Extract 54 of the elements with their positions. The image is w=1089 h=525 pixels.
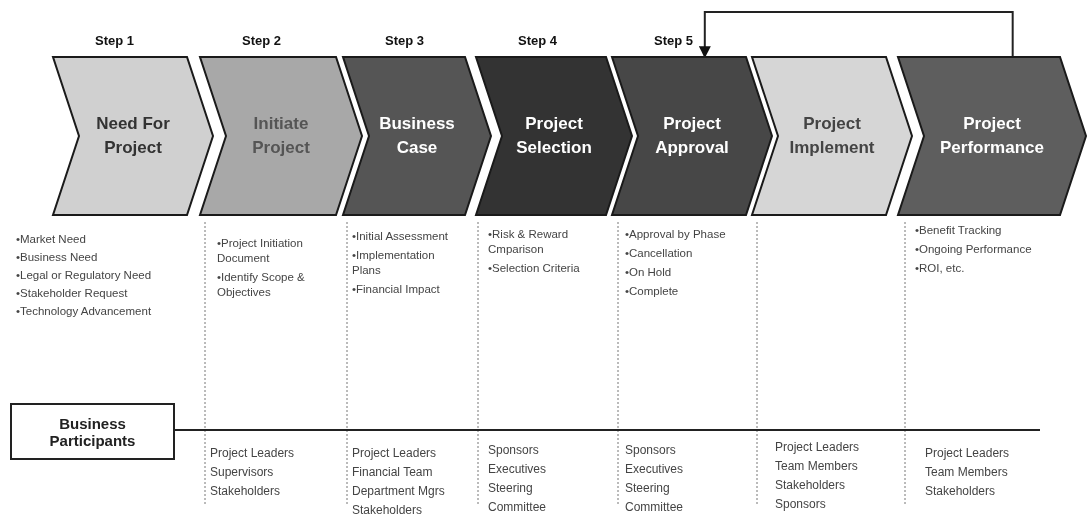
participant-name: Sponsors xyxy=(775,496,827,513)
participant-name: Project Leaders xyxy=(925,445,1011,462)
participant-name: Team Members xyxy=(925,464,1009,481)
bullet-item: •Cancellation xyxy=(625,246,694,261)
bullet-item: •Project Initiation Document xyxy=(217,236,304,266)
participant-name: Project Leaders xyxy=(352,445,438,462)
participant-name: Project Leaders xyxy=(775,439,861,456)
bullet-item: •Complete xyxy=(625,284,680,299)
box-title: Business Participants xyxy=(48,414,137,449)
step-title: Initiate Project xyxy=(251,113,311,159)
step-title: Project Performance xyxy=(939,113,1045,159)
participant-name: Team Members xyxy=(775,458,859,475)
bullet-item: •Approval by Phase xyxy=(625,227,727,242)
bullet-item: •Benefit Tracking xyxy=(915,223,1003,238)
participant-name: Sponsors xyxy=(488,442,540,459)
participant-name: Stakeholders xyxy=(210,483,282,500)
feedback-arrow xyxy=(698,11,1014,59)
bullet-item: •Implementation Plans xyxy=(352,248,436,278)
participant-name: Stakeholders xyxy=(925,483,997,500)
bullet-item: •Selection Criteria xyxy=(488,261,581,276)
participant-name: Sponsors xyxy=(625,442,677,459)
participant-name: Department Mgrs xyxy=(352,483,446,500)
step-title: Need For Project xyxy=(95,113,171,159)
bullet-item: •Stakeholder Request xyxy=(16,286,129,301)
bullet-item: •ROI, etc. xyxy=(915,261,966,276)
step-label: Step 2 xyxy=(242,33,281,48)
bullet-item: •Financial Impact xyxy=(352,282,441,297)
bullet-item: •Ongoing Performance xyxy=(915,242,1033,257)
step-title: Project Selection xyxy=(515,113,593,159)
step-title: Project Approval xyxy=(654,113,730,159)
participant-name: Stakeholders xyxy=(352,502,424,519)
participant-name: Executives xyxy=(625,461,685,478)
bullet-item: •Initial Assessment xyxy=(352,229,450,244)
step-title: Project Implement xyxy=(788,113,876,159)
bullet-item: •Business Need xyxy=(16,250,99,265)
bullet-item: •Risk & Reward Cmparison xyxy=(488,227,570,257)
participant-name: Financial Team xyxy=(352,464,434,481)
label-box xyxy=(10,403,175,460)
step-title: Business Case xyxy=(378,113,456,159)
step-label: Step 4 xyxy=(518,33,557,48)
step-label: Step 3 xyxy=(385,33,424,48)
participant-name: Steering Committee xyxy=(625,480,684,516)
participant-name: Project Leaders xyxy=(210,445,296,462)
participant-name: Stakeholders xyxy=(775,477,847,494)
bullet-item: •On Hold xyxy=(625,265,673,280)
bullet-item: •Identify Scope & Objectives xyxy=(217,270,306,300)
participant-name: Executives xyxy=(488,461,548,478)
bullet-item: •Market Need xyxy=(16,232,87,247)
step-label: Step 5 xyxy=(654,33,693,48)
participant-name: Steering Committee xyxy=(488,480,547,516)
participant-name: Supervisors xyxy=(210,464,275,481)
step-label: Step 1 xyxy=(95,33,134,48)
bullet-item: •Legal or Regulatory Need xyxy=(16,268,153,283)
bullet-item: •Technology Advancement xyxy=(16,304,153,319)
